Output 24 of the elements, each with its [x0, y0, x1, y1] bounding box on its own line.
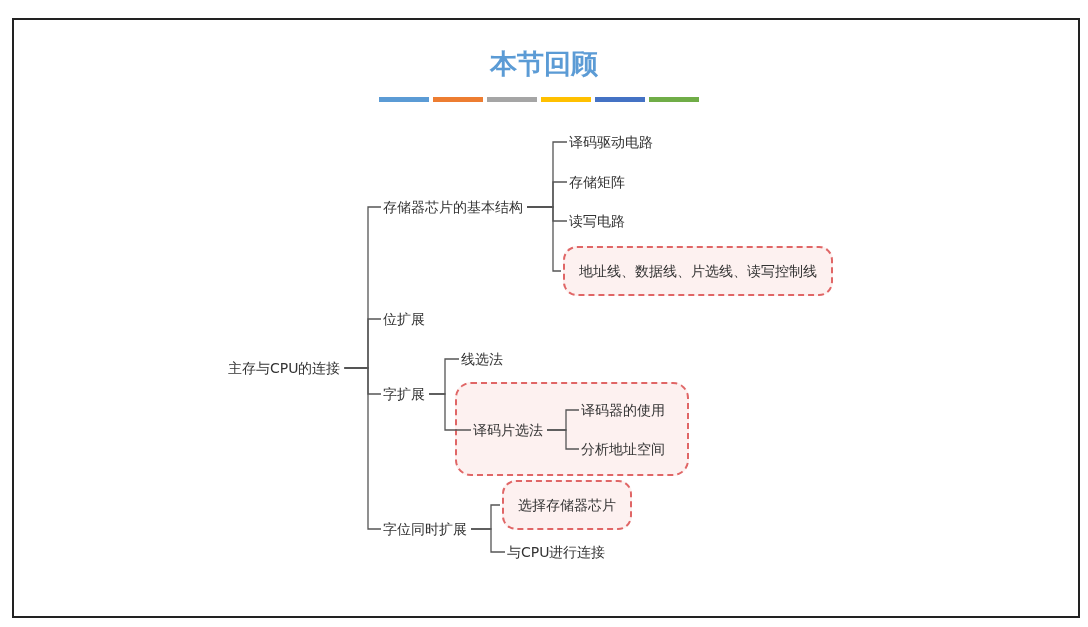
branch-line	[526, 206, 562, 272]
branch-line	[470, 528, 506, 553]
highlight-box	[563, 246, 833, 296]
node-label: 选择存储器芯片	[518, 496, 616, 514]
node-label: 字扩展	[383, 385, 425, 403]
node-label: 存储矩阵	[569, 173, 625, 191]
node-label: 读写电路	[569, 212, 625, 230]
highlight-frame	[455, 382, 689, 476]
node-label: 译码器的使用	[581, 401, 665, 419]
branch-line	[343, 367, 382, 530]
node-label: 位扩展	[383, 310, 425, 328]
node-label: 线选法	[461, 350, 503, 368]
branch-line	[428, 393, 472, 431]
node-label: 分析地址空间	[581, 440, 665, 458]
title: 本节回顾	[489, 47, 599, 81]
node-label: 与CPU进行连接	[507, 543, 606, 561]
node-label: 存储器芯片的基本结构	[383, 198, 523, 216]
node-label: 译码片选法	[473, 421, 543, 439]
node-label: 地址线、数据线、片选线、读写控制线	[579, 262, 817, 280]
node-label: 译码驱动电路	[569, 133, 653, 151]
node-label: 字位同时扩展	[383, 520, 467, 538]
highlight-box	[502, 480, 632, 530]
node-label: 主存与CPU的连接	[228, 359, 341, 377]
branch-line	[546, 429, 580, 450]
